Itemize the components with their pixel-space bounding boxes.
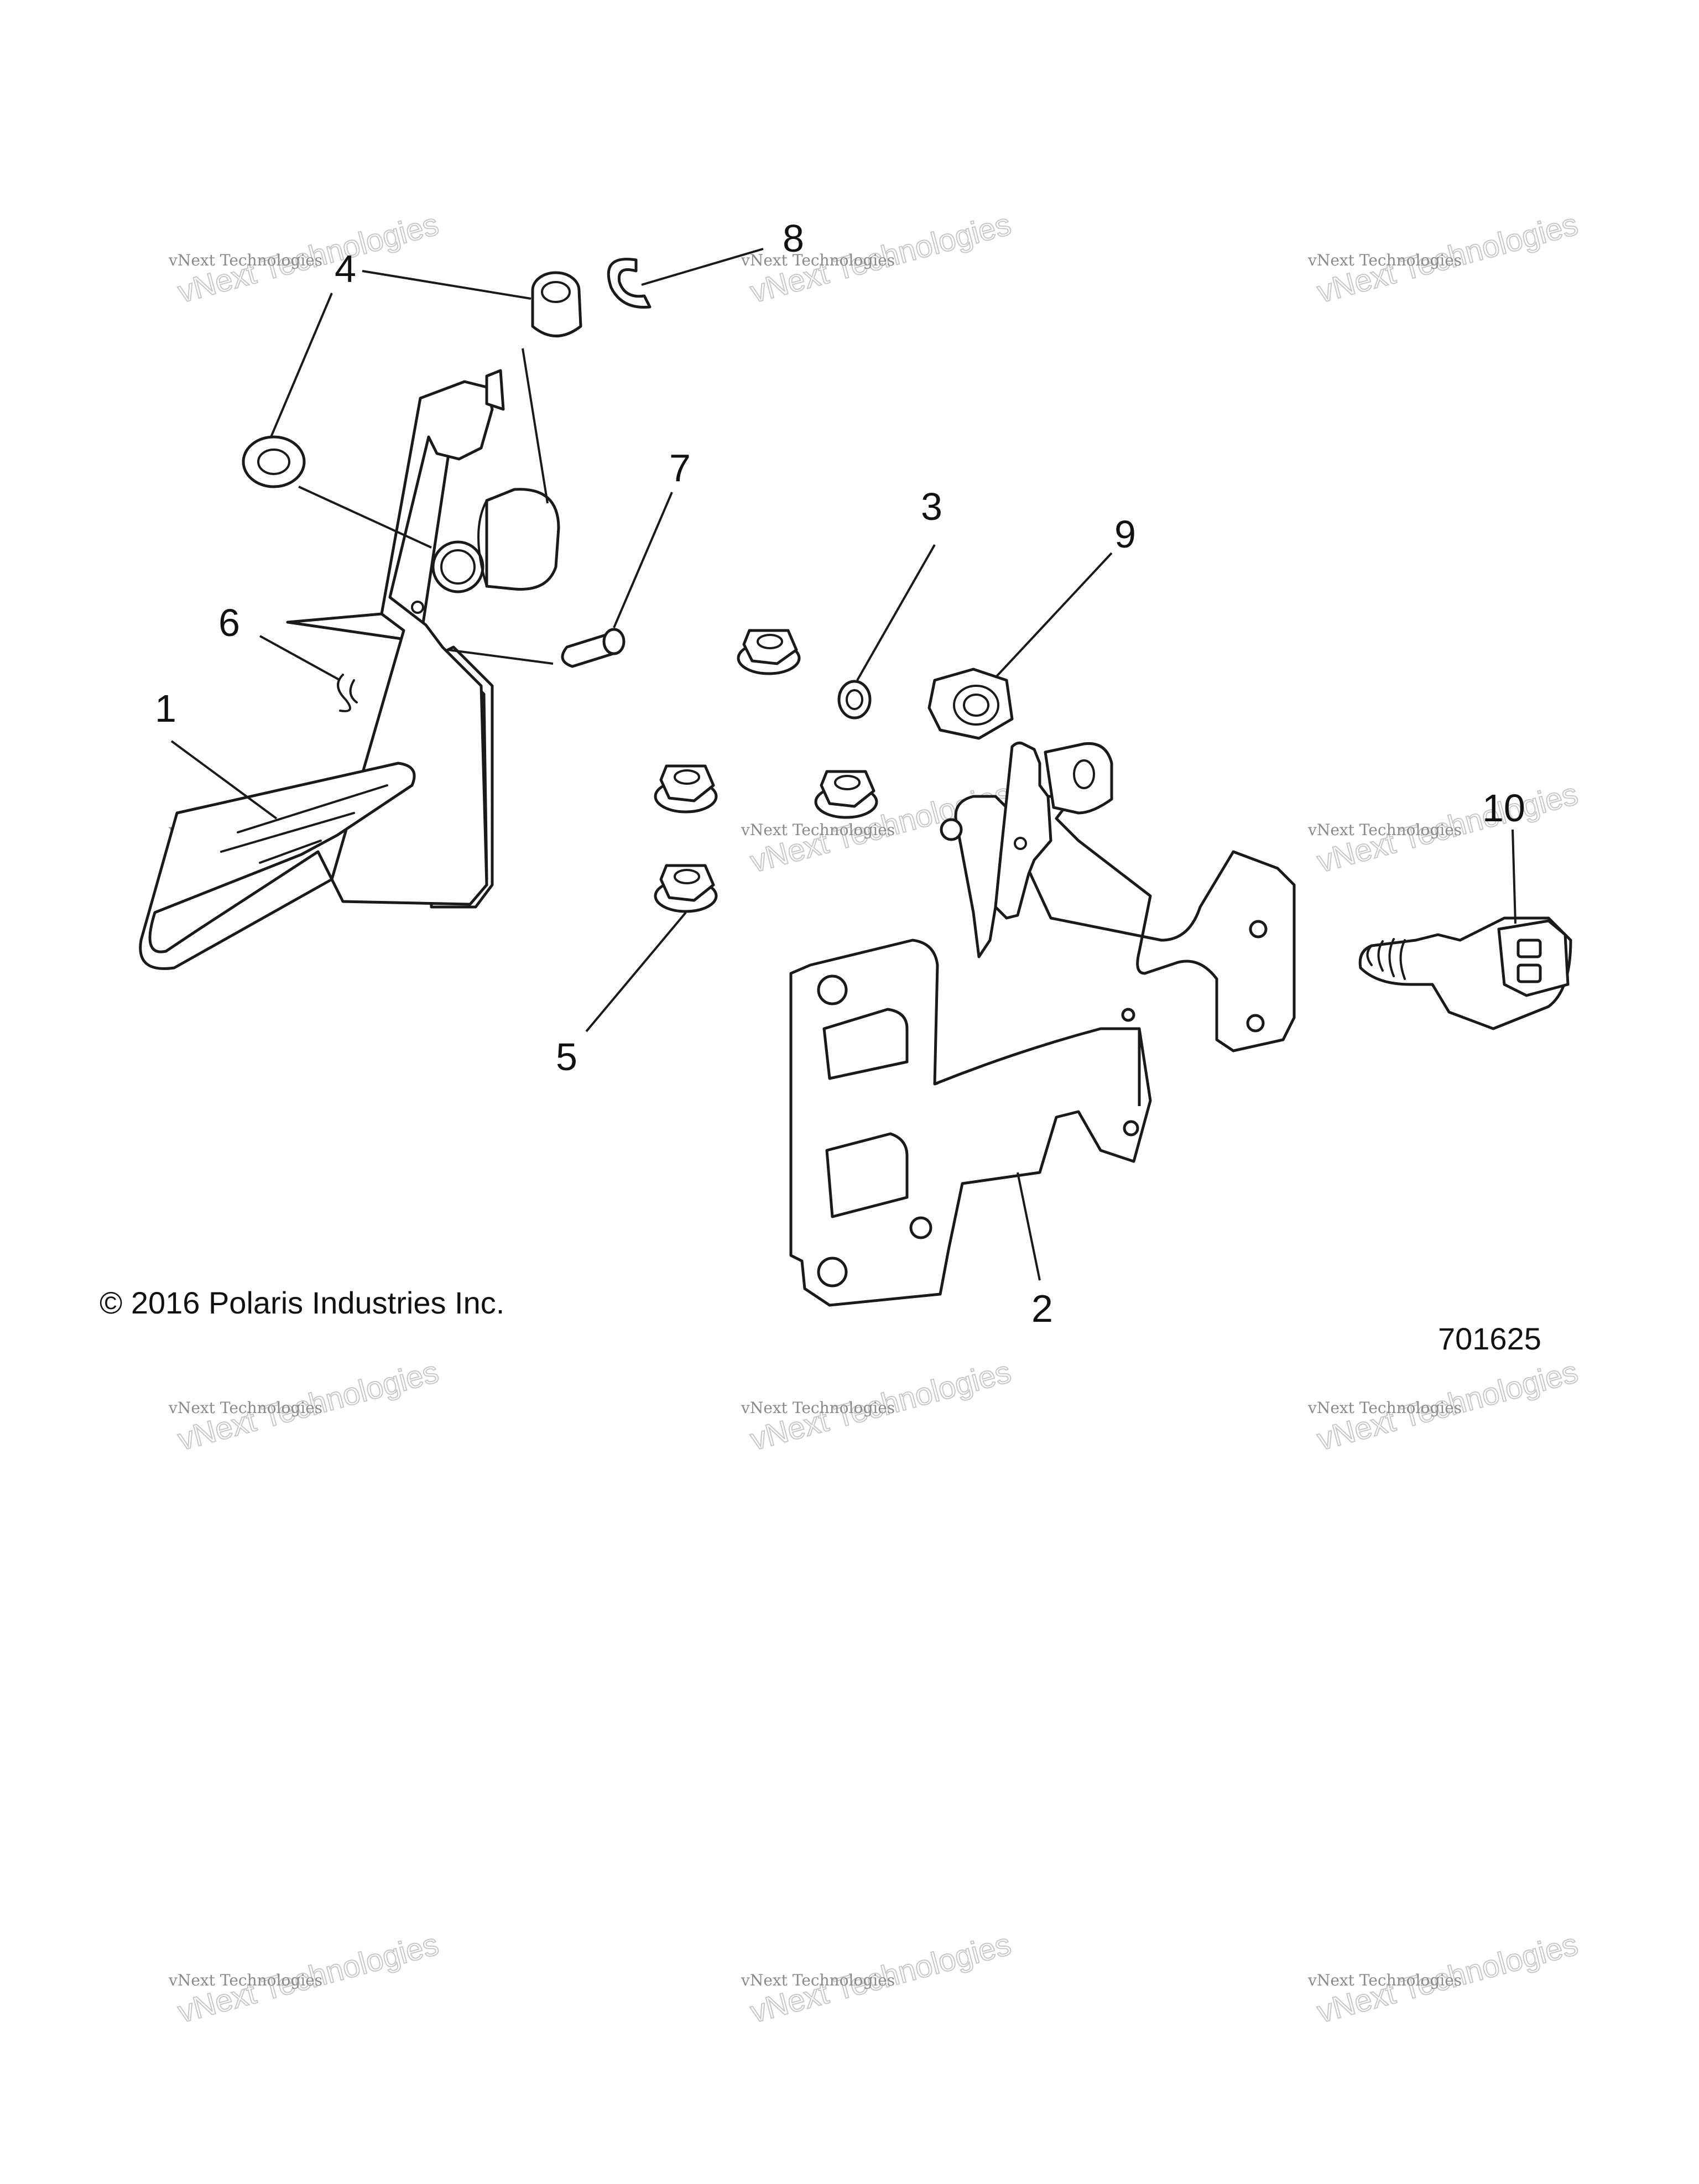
callout-9: 9	[1114, 513, 1136, 556]
part-hex-nut	[927, 668, 1014, 740]
watermark: vNext Technologies vNext Technologies	[168, 1926, 442, 2030]
svg-text:vNext Technologies: vNext Technologies	[741, 251, 895, 269]
watermark: vNext Technologies vNext Technologies	[1307, 206, 1582, 310]
part-flange-nut-c	[814, 770, 878, 819]
part-flange-nut-d	[654, 864, 718, 913]
leader-4-pedal	[298, 486, 432, 549]
svg-text:vNext Technologies: vNext Technologies	[1307, 1971, 1462, 1989]
watermark: vNext Technologies vNext Technologies	[741, 1926, 1015, 2030]
svg-text:vNext Technologies: vNext Technologies	[168, 1971, 322, 1989]
part-mounting-bracket	[789, 741, 1296, 1307]
part-e-clip	[607, 258, 652, 309]
leader-4-tube	[522, 348, 549, 504]
svg-text:vNext Technologies: vNext Technologies	[741, 1971, 895, 1989]
part-lock-washer	[837, 680, 872, 720]
watermark: vNext Technologies vNext Technologies	[1307, 1926, 1582, 2030]
leader-5	[585, 911, 687, 1033]
part-hair-pin	[337, 674, 358, 712]
callout-6: 6	[218, 601, 240, 644]
callout-5: 5	[556, 1035, 577, 1078]
watermark: vNext Technologies vNext Technologies	[168, 206, 442, 310]
part-flange-nut-a	[737, 629, 801, 675]
pedal-pivot-tube	[485, 488, 560, 591]
part-brake-pedal	[139, 369, 560, 970]
watermark: vNext Technologies vNext Technologies	[741, 1353, 1015, 1457]
leader-4-upper	[362, 270, 531, 300]
callout-8: 8	[783, 217, 804, 260]
leader-3	[856, 544, 936, 681]
leader-2	[1017, 1172, 1041, 1281]
leader-10	[1512, 829, 1516, 924]
watermark: vNext Technologies vNext Technologies	[1307, 1353, 1582, 1457]
watermark: vNext Technologies vNext Technologies	[168, 1353, 442, 1457]
part-clevis-pin	[561, 628, 626, 668]
part-bushing-lower	[242, 435, 306, 488]
svg-text:vNext Technologies: vNext Technologies	[168, 1399, 322, 1417]
part-bushing-upper	[531, 271, 582, 337]
diagram-part-number: 701625	[1438, 1321, 1541, 1356]
callout-10: 10	[1482, 786, 1525, 830]
leader-4-lower	[270, 293, 333, 437]
leader-7-pedal	[447, 649, 554, 665]
svg-text:vNext Technologies: vNext Technologies	[168, 251, 322, 269]
leader-1	[170, 740, 278, 820]
leader-lines	[170, 248, 1516, 1281]
callout-4: 4	[335, 247, 356, 290]
svg-text:vNext Technologies: vNext Technologies	[1307, 1399, 1462, 1417]
callouts: 1 2 3 4 5 6 7 8 9 10	[155, 217, 1525, 1330]
svg-text:vNext Technologies: vNext Technologies	[1307, 821, 1462, 839]
leader-9	[994, 552, 1113, 679]
leader-6	[259, 635, 341, 681]
callout-1: 1	[155, 687, 176, 730]
callout-2: 2	[1031, 1287, 1053, 1330]
svg-text:vNext Technologies: vNext Technologies	[741, 821, 895, 839]
svg-text:vNext Technologies: vNext Technologies	[741, 1399, 895, 1417]
leader-7	[613, 492, 673, 628]
copyright-text: © 2016 Polaris Industries Inc.	[100, 1285, 504, 1320]
part-brake-switch	[1358, 916, 1572, 1030]
callout-3: 3	[921, 485, 942, 528]
leader-8	[641, 248, 764, 286]
watermark: vNext Technologies vNext Technologies	[1307, 775, 1582, 879]
watermark: vNext Technologies vNext Technologies	[741, 206, 1015, 310]
part-flange-nut-b	[654, 764, 718, 814]
svg-text:vNext Technologies: vNext Technologies	[1307, 251, 1462, 269]
callout-7: 7	[669, 446, 691, 489]
